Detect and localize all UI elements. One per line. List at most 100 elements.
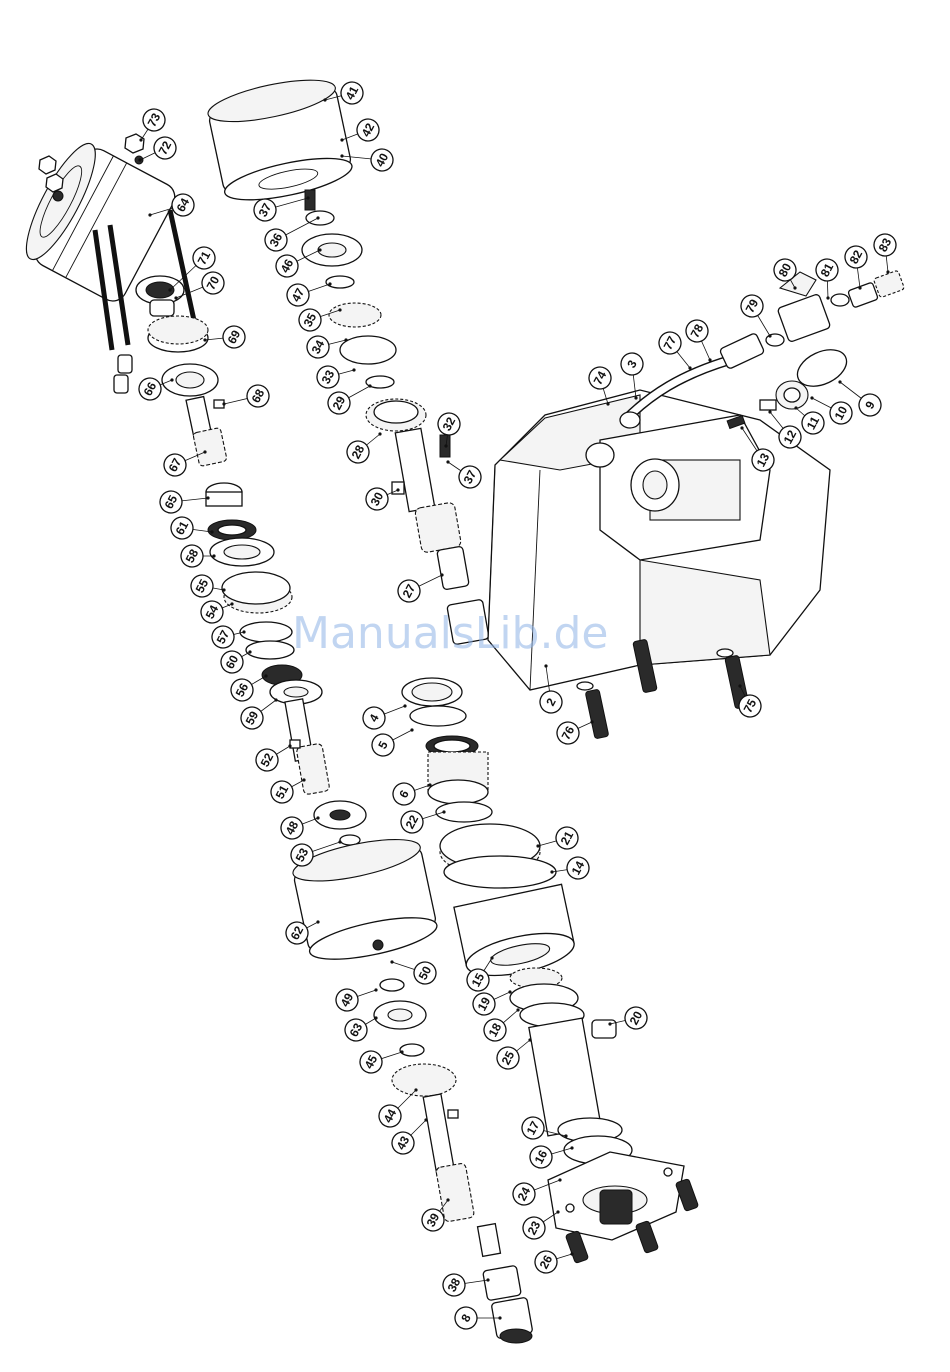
leader-dot-51: [302, 778, 305, 781]
leader-dot-4: [403, 704, 406, 707]
leader-dot-11: [794, 406, 797, 409]
leader-dot-74: [606, 402, 609, 405]
leader-dot-78: [708, 358, 711, 361]
callout-73: 73: [139, 105, 169, 135]
callout-24: 24: [509, 1179, 539, 1209]
callout-79: 79: [737, 291, 767, 321]
leader-dot-18: [516, 1008, 519, 1011]
leader-dot-30: [396, 488, 399, 491]
leader-dot-5: [410, 728, 413, 731]
leader-dot-34: [344, 338, 347, 341]
callout-34: 34: [303, 332, 333, 362]
callout-48: 48: [277, 813, 307, 843]
leader-dot-77: [688, 366, 691, 369]
callout-78: 78: [682, 316, 712, 346]
leader-dot-12: [768, 410, 771, 413]
leader-dot-2: [544, 664, 547, 667]
leader-dot-65: [206, 496, 209, 499]
callout-42: 42: [353, 115, 383, 145]
leader-dot-38: [486, 1278, 489, 1281]
callout-59: 59: [237, 703, 267, 733]
leader-dot-24: [558, 1178, 561, 1181]
callout-40: 40: [367, 145, 397, 175]
leader-dot-22: [442, 810, 445, 813]
leader-dot-50: [390, 960, 393, 963]
shaft-67-68: [186, 397, 227, 467]
leader-dot-71: [168, 288, 171, 291]
callout-68: 68: [243, 381, 273, 411]
leader-dot-23: [556, 1210, 559, 1213]
leader-dot-40: [340, 154, 343, 157]
watermark-text: ManualsLib.de: [292, 608, 608, 659]
leader-dot-56: [264, 674, 267, 677]
callout-18: 18: [480, 1015, 510, 1045]
callout-56: 56: [227, 675, 257, 705]
drum-15: [454, 884, 578, 983]
leader-dot-6: [428, 783, 431, 786]
leader-dot-49: [374, 988, 377, 991]
leader-dot-39: [446, 1198, 449, 1201]
bearing-stack-4-6: [402, 678, 492, 822]
leader-dot-59: [274, 698, 277, 701]
leader-dot-16: [570, 1146, 573, 1149]
leader-dot-44: [414, 1088, 417, 1091]
cover-41: [205, 72, 355, 209]
callout-70: 70: [198, 268, 228, 298]
callout-60: 60: [217, 647, 247, 677]
callout-49: 49: [332, 985, 362, 1015]
callout-25: 25: [493, 1043, 523, 1073]
leader-dot-28: [378, 432, 381, 435]
callout-63: 63: [341, 1015, 371, 1045]
callout-76: 76: [553, 718, 583, 748]
callout-8: 8: [451, 1303, 481, 1333]
leader-dot-60: [248, 650, 251, 653]
leader-dot-80: [793, 286, 796, 289]
leader-dot-32: [444, 444, 447, 447]
leader-dot-70: [174, 296, 177, 299]
callout-3: 3: [617, 349, 647, 379]
callout-29: 29: [324, 388, 354, 418]
callout-61: 61: [167, 513, 197, 543]
callout-74: 74: [585, 363, 615, 393]
leader-dot-69: [203, 338, 206, 341]
leader-dot-68: [222, 402, 225, 405]
callout-6: 6: [389, 779, 419, 809]
callout-4: 4: [359, 703, 389, 733]
callout-16: 16: [526, 1142, 556, 1172]
callout-81: 81: [812, 255, 842, 285]
callout-46: 46: [272, 251, 302, 281]
leader-dot-19: [508, 990, 511, 993]
leader-dot-13: [740, 426, 743, 429]
leader-dot-37a: [306, 196, 309, 199]
leader-dot-72: [138, 158, 141, 161]
leader-dot-36: [316, 216, 319, 219]
callout-14: 14: [563, 853, 593, 883]
callout-66: 66: [135, 374, 165, 404]
leader-dot-73: [139, 138, 142, 141]
leader-dot-37b: [446, 460, 449, 463]
leader-dot-83: [886, 270, 889, 273]
gear-21: [440, 824, 556, 888]
callout-5: 5: [368, 730, 398, 760]
callout-33: 33: [313, 362, 343, 392]
leader-dot-55: [222, 588, 225, 591]
leader-dot-20: [608, 1022, 611, 1025]
leader-dot-14: [550, 870, 553, 873]
leader-dot-54: [230, 602, 233, 605]
callout-50: 50: [410, 958, 440, 988]
shaft-39-44: [423, 1094, 500, 1256]
valve-79-83: [766, 270, 905, 346]
leader-dot-21: [536, 844, 539, 847]
callout-28: 28: [343, 437, 373, 467]
leader-dot-15: [490, 956, 493, 959]
leader-dot-67: [203, 450, 206, 453]
leader-dot-43: [424, 1118, 427, 1121]
leader-dot-8: [498, 1316, 501, 1319]
leader-dot-45: [400, 1050, 403, 1053]
leader-dot-53: [338, 840, 341, 843]
callout-23: 23: [519, 1213, 549, 1243]
bearing-70-71: [136, 276, 184, 316]
